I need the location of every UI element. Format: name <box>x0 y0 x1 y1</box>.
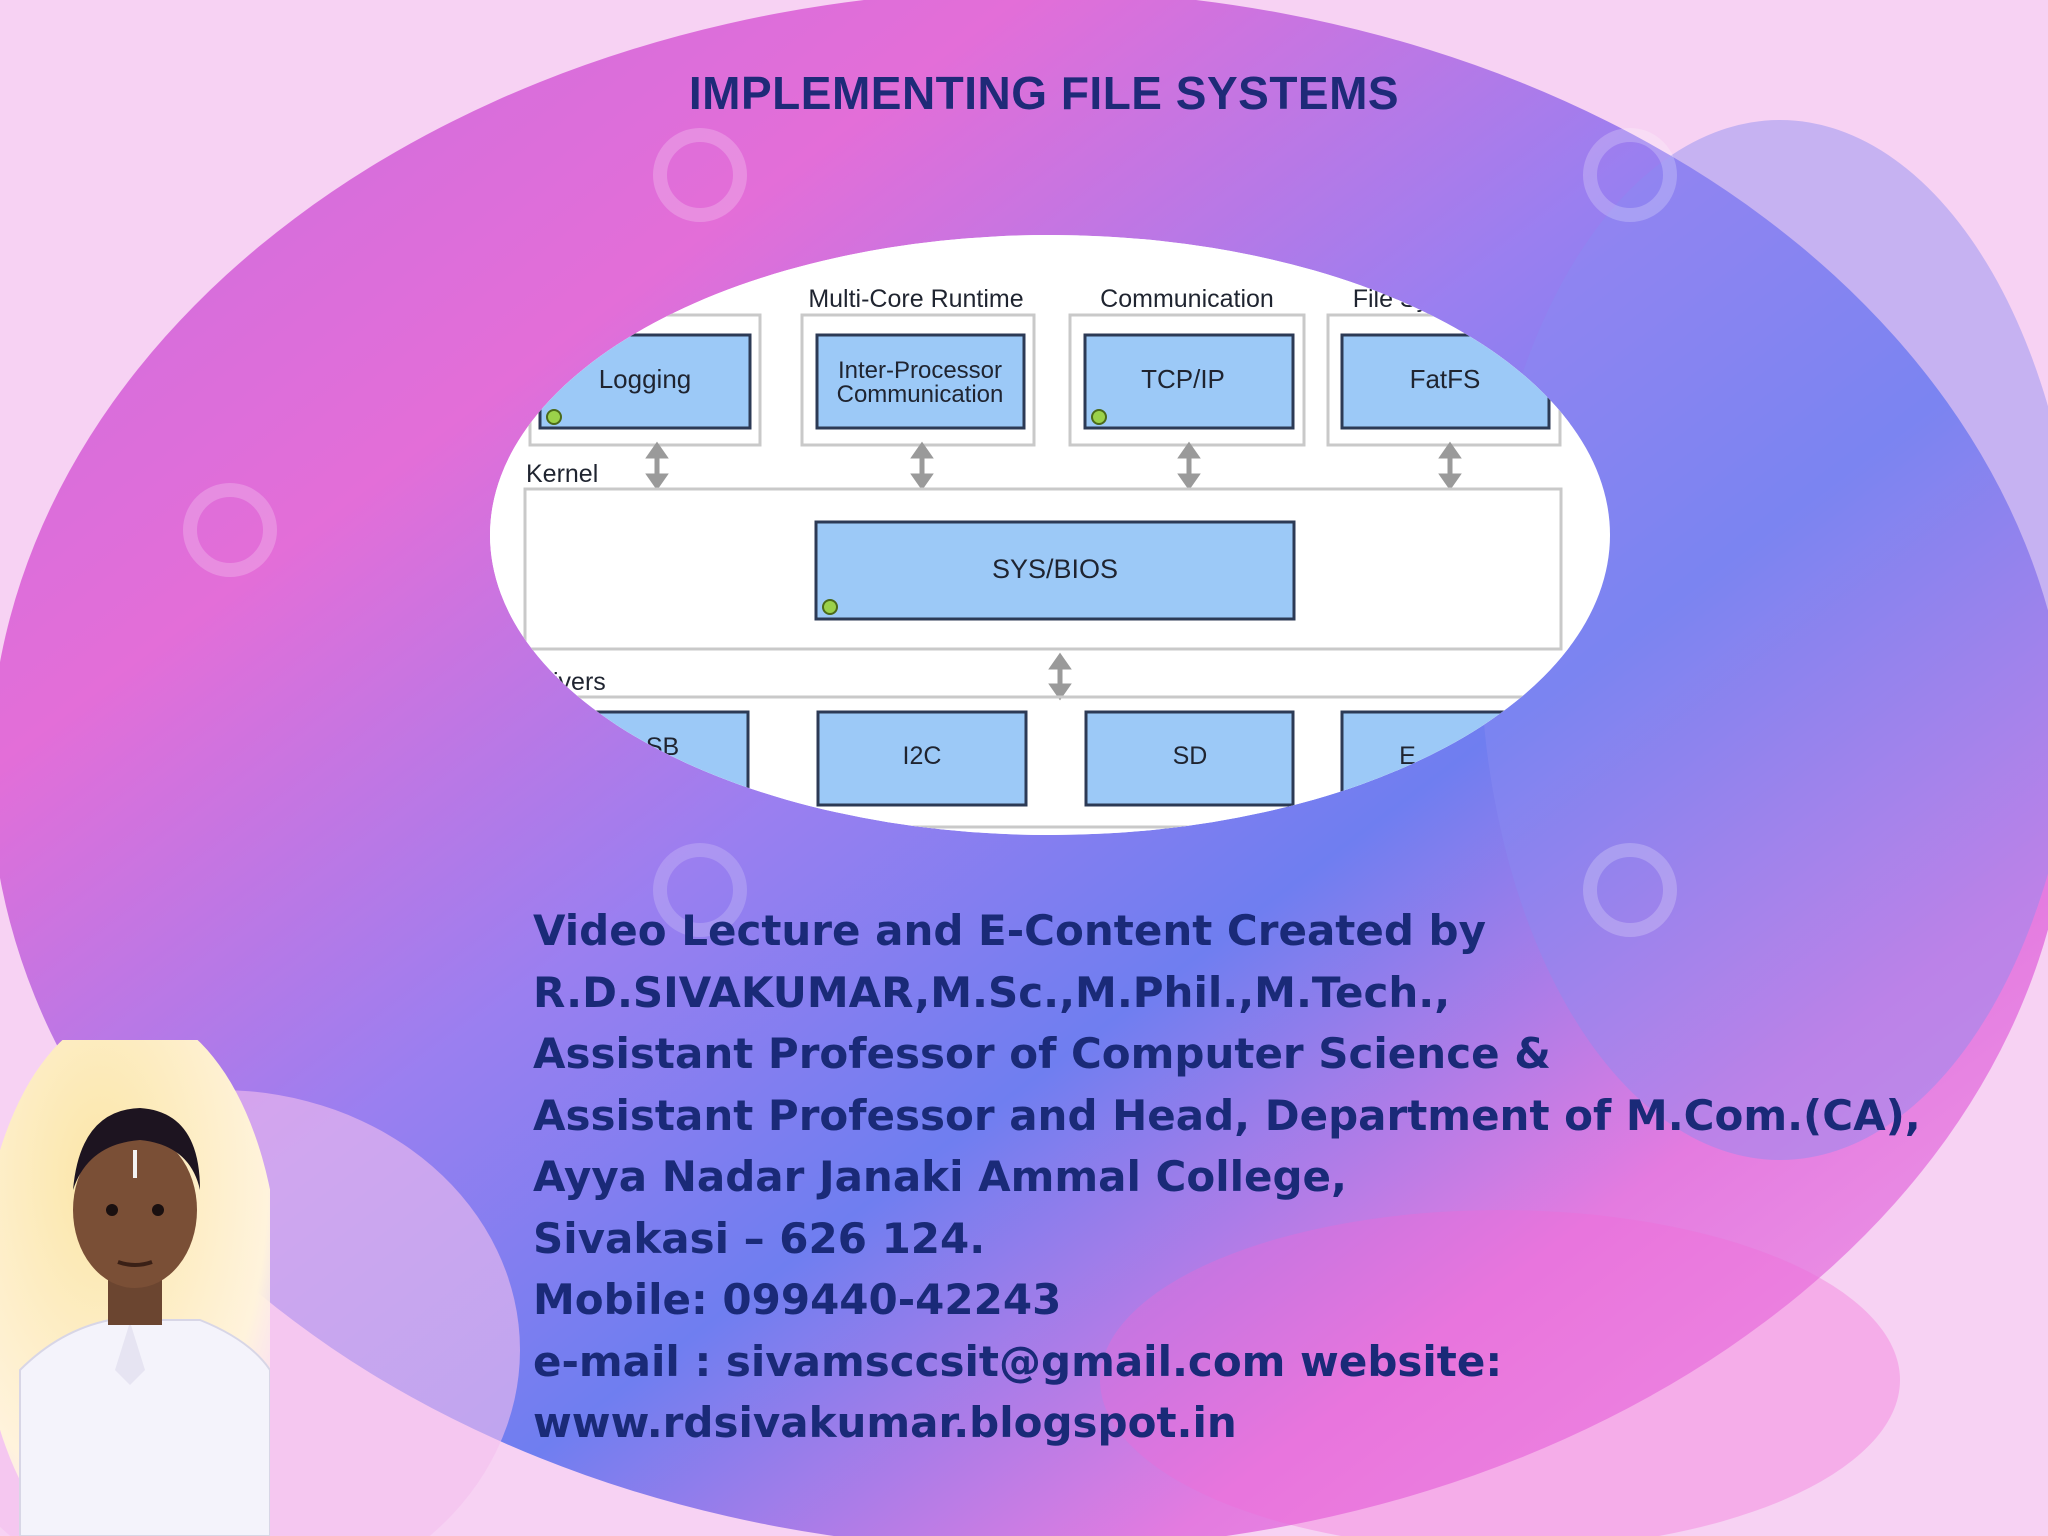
group-header-multicore: Multi-Core Runtime <box>808 285 1023 313</box>
box-i2c <box>816 710 1028 807</box>
slide-title: IMPLEMENTING FILE SYSTEMS <box>688 67 1400 119</box>
status-dot-icon <box>822 599 838 615</box>
box-emac-label: E… <box>1399 742 1441 770</box>
group-header-filesystem: File System <box>1353 285 1484 313</box>
box-sd-label: SD <box>1173 742 1208 770</box>
credit-line: www.rdsivakumar.blogspot.in <box>533 1398 1237 1447</box>
kernel-frame <box>523 487 1563 651</box>
group-header-instrumentation: …tion <box>617 285 682 313</box>
credit-line: Assistant Professor of Computer Science … <box>533 1029 1551 1078</box>
status-dot-icon <box>546 409 562 425</box>
box-ipc-line1: Inter-Processor <box>838 357 1002 384</box>
box-sysbios <box>814 520 1296 621</box>
box-i2c-label: I2C <box>903 742 942 770</box>
credit-line: Assistant Professor and Head, Department… <box>533 1090 1921 1140</box>
drivers-label: …ivers <box>528 668 606 696</box>
presenter-photo <box>0 1040 270 1536</box>
credits-block: Video Lecture and E-Content Created by R… <box>533 900 1921 1454</box>
group-frame-multicore <box>800 313 1036 447</box>
box-fatfs-label: FatFS <box>1410 364 1481 394</box>
box-usb <box>538 710 750 807</box>
kernel-label: Kernel <box>526 460 598 488</box>
box-emac <box>1340 710 1551 807</box>
box-logging-label: Logging <box>599 364 692 394</box>
box-sd <box>1084 710 1295 807</box>
box-tcpip-label: TCP/IP <box>1141 364 1225 394</box>
credit-line: Video Lecture and E-Content Created by <box>533 906 1486 955</box>
credit-line: Mobile: 099440-42243 <box>533 1275 1062 1324</box>
box-ipc <box>815 333 1026 430</box>
credit-line: R.D.SIVAKUMAR,M.Sc.,M.Phil.,M.Tech., <box>533 967 1451 1017</box>
credit-line: e-mail : sivamsccsit@gmail.com website: <box>533 1336 1503 1386</box>
box-tcpip <box>1083 333 1295 430</box>
box-ipc-line2: Communication <box>837 381 1004 408</box>
group-header-communication: Communication <box>1100 285 1274 313</box>
credit-line: Ayya Nadar Janaki Ammal College, <box>533 1152 1347 1201</box>
box-usb-label: …SB <box>621 733 679 761</box>
double-arrow-icon <box>1048 652 1072 701</box>
box-sysbios-label: SYS/BIOS <box>992 554 1118 584</box>
double-arrow-icons <box>645 441 1462 491</box>
status-dot-icon <box>1091 409 1107 425</box>
credit-line: Sivakasi – 626 124. <box>533 1213 986 1263</box>
